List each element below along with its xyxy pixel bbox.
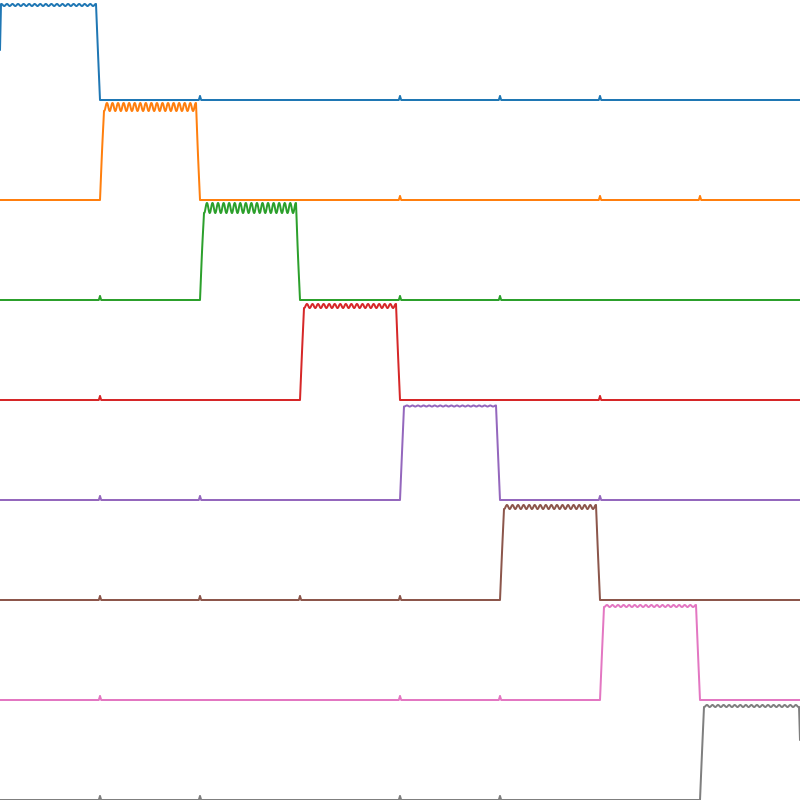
series-line-3 xyxy=(0,202,800,301)
series-line-2 xyxy=(0,102,800,201)
series-line-8 xyxy=(0,704,800,800)
series-line-6 xyxy=(0,504,800,601)
series-group xyxy=(0,3,800,800)
series-line-5 xyxy=(0,404,800,501)
series-line-4 xyxy=(0,303,800,401)
series-line-7 xyxy=(0,604,800,701)
series-line-1 xyxy=(0,3,800,101)
